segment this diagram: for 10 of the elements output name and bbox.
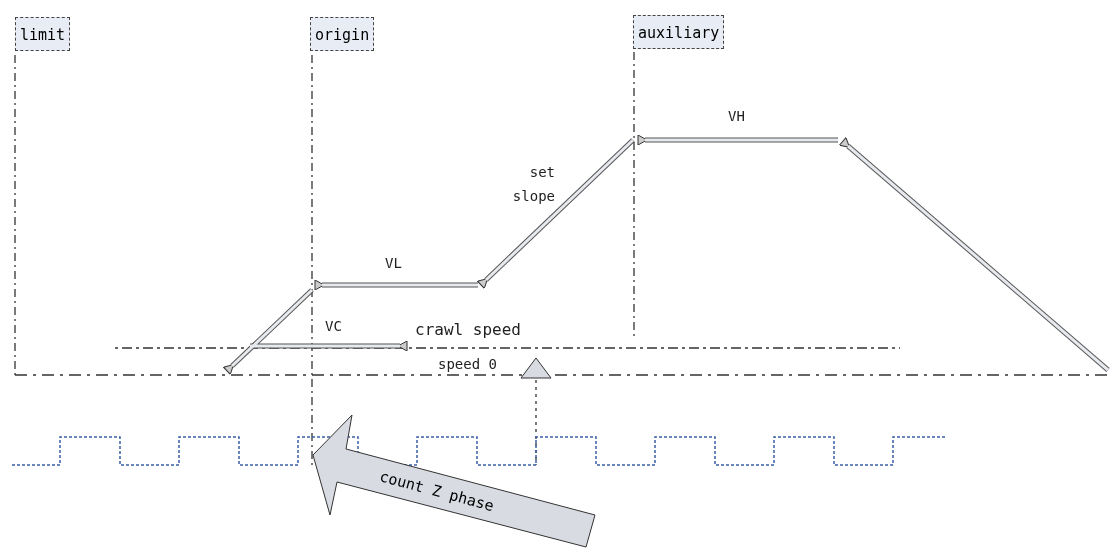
speed-label: VH — [728, 108, 745, 124]
arrow-label: count Z phase — [377, 467, 496, 516]
origin-switch-label: origin — [310, 17, 375, 51]
auxiliary-switch-label: auxiliary — [633, 15, 725, 49]
speed-label: crawl speed — [415, 320, 521, 339]
limit-switch-label: limit — [15, 17, 71, 51]
speed-label: speed 0 — [438, 356, 497, 372]
speed-label: VC — [325, 318, 342, 334]
speed-label: VL — [385, 255, 402, 271]
speed-label: set slope — [511, 163, 555, 206]
